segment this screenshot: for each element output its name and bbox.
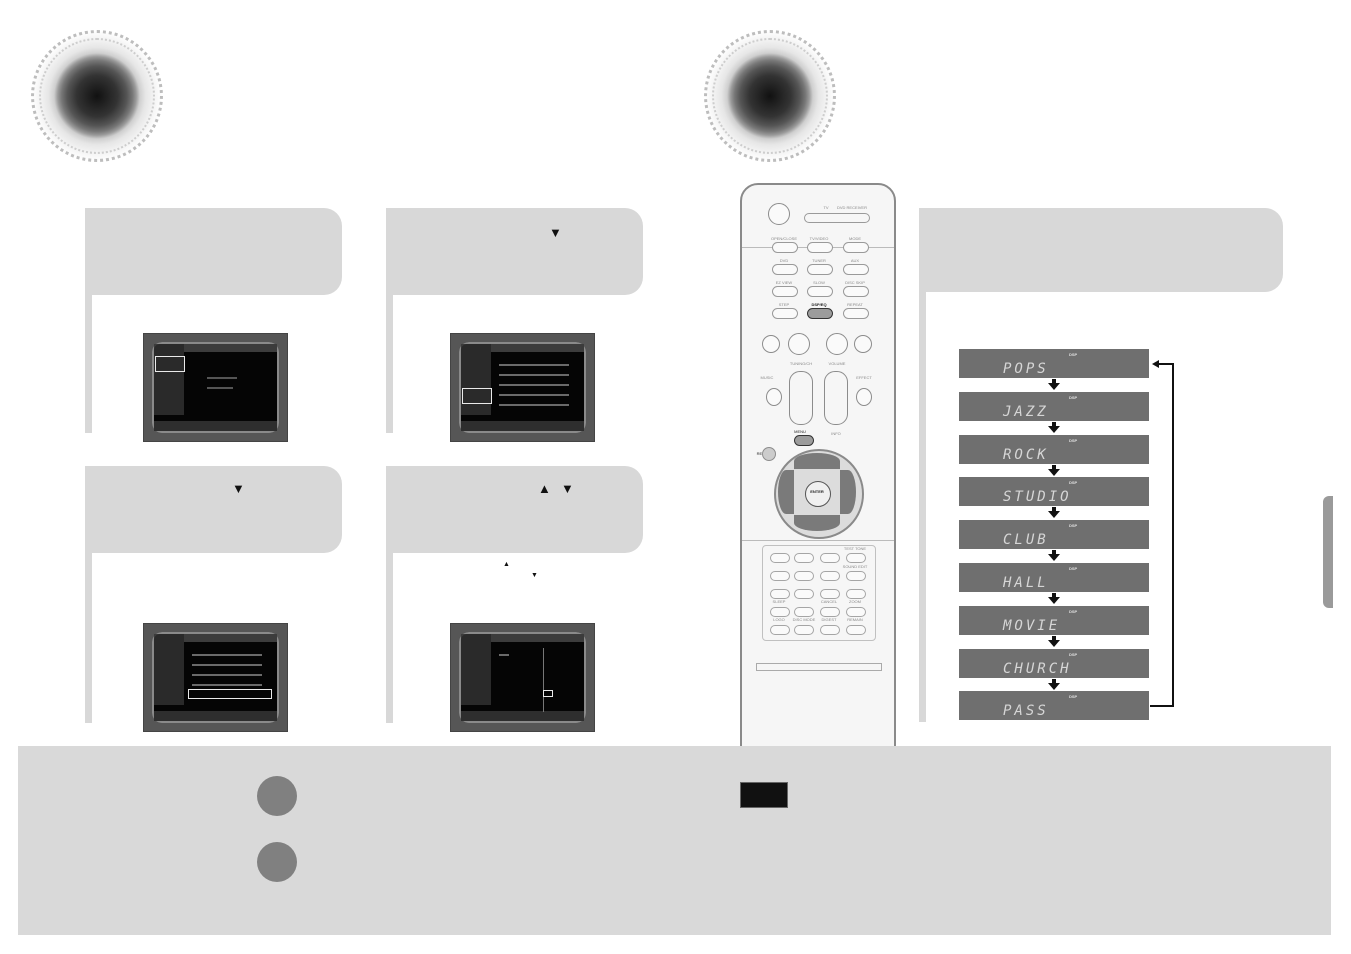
eq-mode-display: DSP PASS [959,691,1149,721]
eq-mode-display: DSP ROCK [959,434,1149,464]
loop-arrowhead-icon [1152,360,1159,368]
note-bullet-2 [257,842,297,882]
eq-mode-display: DSP CLUB [959,520,1149,550]
dsp-badge: DSP [1069,651,1078,657]
down-arrow-icon [1048,379,1060,390]
down-arrow-icon [1048,507,1060,519]
remote-label: MODE [849,236,861,241]
loop-arrow-line [1150,705,1174,707]
eq-mode-display: DSP HALL [959,563,1149,592]
eq-mode-label: CHURCH [1003,660,1072,677]
remote-label: CANCEL [820,599,838,604]
eq-mode-display: DSP CHURCH [959,648,1149,678]
eq-mode-label: POPS [1003,361,1049,377]
note-marker [740,782,788,808]
eq-mode-label: JAZZ [1003,403,1049,420]
step-panel-2: ▼ [386,208,643,295]
remote-label: ENTER [810,489,824,494]
remote-label: INFO [831,431,841,436]
eq-mode-label: HALL [1003,575,1049,591]
tv-screen-thumbnail [450,623,595,732]
dsp-badge: DSP [1069,394,1078,400]
speaker-icon [704,30,836,162]
dsp-badge: DSP [1069,694,1078,700]
eq-mode-display: DSP POPS [959,349,1149,378]
remote-label: SOUND EDIT [842,564,868,569]
step-panel-4: ▲ ▼ [386,466,643,553]
remote-label: AUX [850,258,860,263]
remote-label: DSP/EQ [811,302,827,307]
eq-mode-label: STUDIO [1003,489,1072,506]
remote-label: STEP [778,302,790,307]
eq-mode-label: CLUB [1003,532,1049,549]
dsp-badge: DSP [1069,523,1078,529]
remote-label: DVD [779,258,789,263]
dsp-badge: DSP [1069,352,1078,357]
eq-mode-label: ROCK [1003,446,1049,463]
remote-label: TV [823,205,829,210]
up-arrow-icon: ▲ [538,481,551,496]
step-bar-5 [919,292,926,722]
remote-label: OPEN/CLOSE [770,236,797,241]
remote-label: TEST TONE [843,546,867,551]
eq-mode-label: PASS [1003,703,1049,720]
note-bullet-1 [257,776,297,816]
loop-arrow-line [1172,364,1174,706]
notes-band [18,746,1331,935]
remote-label: SLEEP [772,599,786,604]
remote-label: EZ VIEW [775,280,793,285]
remote-label: DVD RECEIVER [836,205,867,210]
speaker-icon [31,30,163,162]
down-arrow-icon [1048,464,1060,476]
step-panel-3: ▼ [85,466,342,553]
power-button [768,203,790,225]
down-arrow-icon [1048,635,1060,647]
down-arrow-icon: ▼ [549,225,562,240]
remote-label: TV/VIDEO [809,236,829,241]
dsp-badge: DSP [1069,480,1078,486]
remote-label: REPEAT [847,302,863,307]
down-arrow-icon [1048,550,1060,562]
down-arrow-icon: ▼ [561,481,574,496]
step-bar-3 [85,553,92,723]
remote-control-icon: TV DVD RECEIVER OPEN/CLOSE TV/VIDEO MODE… [740,183,896,767]
loop-arrow-line [1158,363,1174,365]
remote-label: EFFECT [856,375,872,380]
step-panel-1 [85,208,342,295]
step-bar-4 [386,553,393,723]
tv-screen-thumbnail [450,333,595,442]
down-arrow-icon: ▼ [531,572,538,579]
remote-label: DISC MODE [792,617,816,622]
remote-label: REMAIN [847,617,863,622]
down-arrow-icon: ▼ [232,481,245,496]
remote-label: MENU [794,429,806,434]
remote-label: VOLUME [828,361,846,366]
remote-label: DISC SKIP [845,280,865,285]
step-bar-1 [85,295,92,433]
tv-screen-thumbnail [143,623,288,732]
remote-label: ZOOM [849,599,861,604]
remote-label: DIGEST [821,617,837,622]
tv-screen-thumbnail [143,333,288,442]
remote-label: TUNING/CH [789,361,813,366]
down-arrow-icon [1048,593,1060,604]
eq-mode-display: DSP JAZZ [959,391,1149,421]
side-tab [1323,496,1333,608]
dsp-badge: DSP [1069,566,1078,571]
dsp-badge: DSP [1069,437,1078,443]
up-arrow-icon: ▲ [503,561,510,568]
dsp-badge: DSP [1069,608,1078,614]
step-panel-5 [919,208,1283,292]
eq-mode-label: MOVIE [1003,617,1061,634]
eq-mode-display: DSP MOVIE [959,605,1149,635]
eq-mode-display: DSP STUDIO [959,477,1149,507]
step-bar-2 [386,295,393,433]
remote-label: MUSIC [760,375,774,380]
down-arrow-icon [1048,678,1060,690]
down-arrow-icon [1048,421,1060,433]
remote-label: SLOW [813,280,825,285]
remote-label: TUNER [812,258,826,263]
remote-label: LOGO [773,617,785,622]
